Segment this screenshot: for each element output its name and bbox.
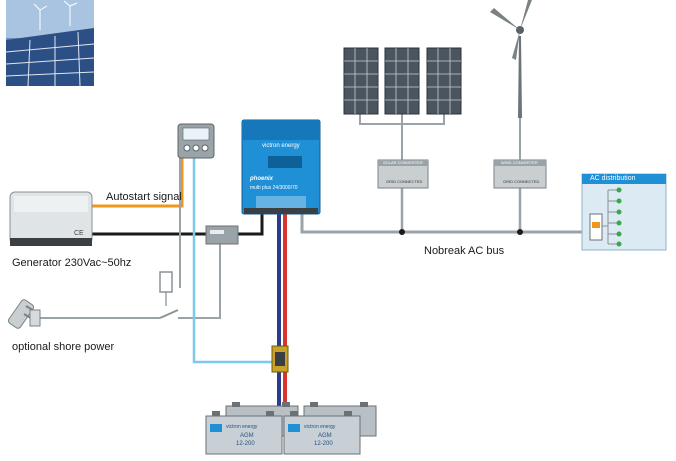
wind-turbine [490, 0, 532, 118]
generator-label: Generator 230Vac~50hz [12, 257, 132, 269]
ac-bus-label: Nobreak AC bus [424, 245, 505, 257]
battery-type-right: AGM [318, 433, 332, 439]
shore-power-plug [7, 299, 41, 329]
battery-brand-left: victron energy [226, 424, 258, 430]
battery-rating-left: 12-200 [236, 441, 255, 447]
solar-panel [384, 47, 420, 115]
solar-panel-array [343, 47, 462, 115]
generator [9, 191, 93, 246]
solar-panel [343, 47, 379, 115]
bus-junction-wind [517, 229, 523, 235]
solar-wind-photo [5, 0, 95, 87]
inverter-product: phoenix [250, 176, 274, 182]
autostart-signal-label: Autostart signal [106, 191, 182, 203]
battery-bank [205, 402, 377, 455]
inverter-brand: victron energy [262, 143, 300, 149]
autostart-signal-wire [92, 158, 184, 208]
solar-converter-status: GRID CONNECTED [386, 179, 423, 184]
solar-converter [377, 159, 429, 189]
generator-ce-badge: CE [74, 230, 84, 237]
wind-converter-status: GRID CONNECTED [503, 179, 540, 184]
inverter-model: multi plus 24/3000/70 [250, 185, 298, 191]
battery [283, 411, 361, 455]
shore-to-inverter-wire [178, 236, 221, 319]
bus-junction-solar [399, 229, 405, 235]
comm-cable [192, 158, 280, 364]
ac-bus-line [300, 214, 584, 234]
solar-panel [426, 47, 462, 115]
control-panel [177, 123, 215, 159]
solar-panel-bus [359, 114, 445, 160]
wind-converter [493, 159, 547, 189]
battery-type-left: AGM [240, 433, 254, 439]
shore-switch [159, 271, 179, 319]
wind-converter-title: WIND CONVERTER [501, 160, 538, 165]
distribution-outputs [608, 187, 622, 247]
shore-power-label: optional shore power [12, 341, 115, 353]
ac-distribution-title: AC distribution [590, 175, 636, 182]
solar-converter-title: SOLAR CONVERTER [383, 160, 423, 165]
battery-rating-right: 12-200 [314, 441, 333, 447]
victron-inverter [241, 119, 321, 215]
transfer-box [205, 225, 239, 245]
battery-brand-right: victron energy [304, 424, 336, 430]
battery [205, 411, 283, 455]
dc-fuse-block [271, 345, 289, 373]
ac-distribution-panel [581, 173, 667, 251]
